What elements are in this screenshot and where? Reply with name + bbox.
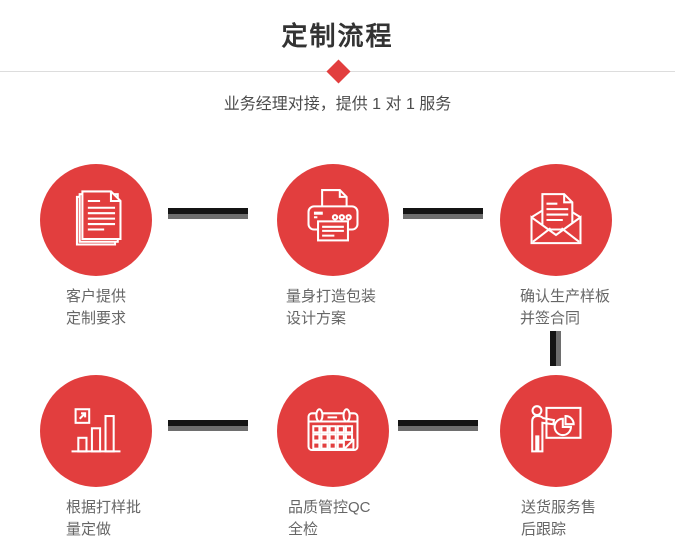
step-label-3: 确认生产样板 并签合同: [520, 286, 610, 330]
step-label-1-line1: 客户提供: [66, 288, 127, 305]
connector-step2-step3: [403, 208, 483, 219]
step-circle-5: [277, 375, 389, 487]
step-circle-6: [500, 375, 612, 487]
step-label-1-line2: 定制要求: [66, 310, 127, 327]
step-label-6: 送货服务售 后跟踪: [521, 497, 596, 541]
step-label-4: 根据打样批 量定做: [66, 497, 141, 541]
step-label-4-line1: 根据打样批: [66, 499, 142, 516]
envelope-icon: [530, 193, 582, 245]
step-label-6-line1: 送货服务售: [521, 499, 597, 516]
connector-step5-step6: [398, 420, 478, 431]
step-circle-2: [277, 164, 389, 276]
step-label-5-line2: 全检: [288, 521, 319, 538]
step-label-4-line2: 量定做: [66, 521, 112, 538]
step-label-5-line1: 品质管控QC: [288, 499, 371, 516]
step-label-3-line1: 确认生产样板: [520, 288, 611, 305]
printer-icon: [307, 189, 359, 242]
step-label-2-line2: 设计方案: [286, 310, 347, 327]
connector-step3-step6: [550, 331, 561, 366]
calendar-icon: [307, 408, 359, 452]
bar-chart-icon: [71, 408, 121, 453]
step-label-2-line1: 量身打造包装: [286, 288, 377, 305]
presentation-icon: [531, 405, 582, 453]
connector-step4-step5: [168, 420, 248, 431]
documents-icon: [75, 190, 122, 246]
subtitle: 业务经理对接，提供 1 对 1 服务: [223, 96, 452, 113]
step-label-2: 量身打造包装 设计方案: [286, 286, 376, 330]
step-label-1: 客户提供 定制要求: [66, 286, 126, 330]
diamond-accent: [326, 59, 351, 84]
step-circle-1: [40, 164, 152, 276]
step-label-6-line2: 后跟踪: [521, 521, 567, 538]
page-title: 定制流程: [281, 21, 394, 51]
step-circle-4: [40, 375, 152, 487]
step-label-5: 品质管控QC 全检: [288, 497, 371, 541]
connector-step1-step2: [168, 208, 248, 219]
step-label-3-line2: 并签合同: [520, 310, 581, 327]
step-circle-3: [500, 164, 612, 276]
